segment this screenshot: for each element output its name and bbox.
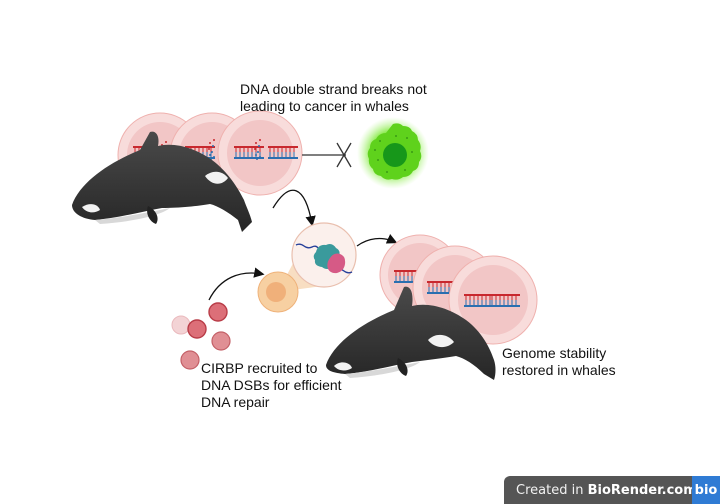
cirbp-protein-icon [208, 302, 228, 322]
arrow-to-repair [272, 189, 316, 227]
dna-repair-complex-icon [291, 222, 357, 288]
orca-whale-icon [72, 131, 252, 232]
orca-whale-icon [326, 286, 496, 380]
dsb-no-cancer-label: DNA double strand breaks not leading to … [240, 81, 427, 114]
biorender-badge[interactable]: Created in BioRender.com bio [504, 476, 720, 504]
genome-stability-label: Genome stability restored in whales [502, 345, 616, 378]
blocked-pathway [302, 142, 352, 168]
credit-brand: BioRender.com [587, 482, 697, 498]
cell-with-intact-dna-icon [448, 255, 538, 345]
cirbp-protein-icon [171, 315, 191, 335]
arrow-cirbp-to-nucleus [208, 267, 265, 301]
biorender-logo-icon: bio [692, 476, 720, 504]
cirbp-protein-icon [211, 331, 231, 351]
credit-prefix: Created in [516, 482, 588, 498]
arrow-to-repaired-cells [356, 234, 398, 247]
cirbp-protein-icon [187, 319, 207, 339]
biorender-credit-text: Created in BioRender.com [504, 482, 697, 498]
x-mark-icon [336, 142, 352, 168]
cancer-cell-icon [357, 117, 429, 189]
cirbp-recruitment-label: CIRBP recruited to DNA DSBs for efficien… [201, 360, 342, 410]
cirbp-protein-icon [180, 350, 200, 370]
cell-with-broken-dna-icon [217, 110, 303, 196]
cirbp-protein-group [171, 302, 231, 370]
repaired-cells-group [379, 234, 538, 345]
